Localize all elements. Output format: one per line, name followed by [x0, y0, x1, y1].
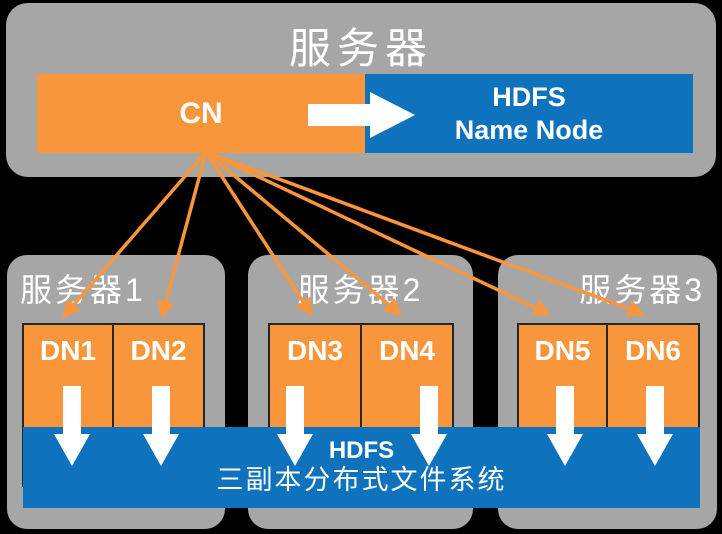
namenode-label-line2: Name Node — [454, 114, 604, 145]
hdfs-storage-subtitle: 三副本分布式文件系统 — [216, 465, 507, 495]
cn-node-box: CN — [37, 74, 365, 153]
server-master-title: 服务器 — [288, 25, 433, 72]
cn-node-label: CN — [179, 96, 223, 130]
hdfs-storage-title: HDFS — [328, 437, 395, 464]
server-2-title: 服务器2 — [297, 272, 424, 308]
hdfs-storage-band: HDFS 三副本分布式文件系统 — [23, 427, 700, 508]
server-3-title: 服务器3 — [579, 272, 705, 308]
namenode-box: HDFS Name Node — [365, 74, 693, 153]
server-1-title: 服务器1 — [20, 272, 146, 308]
namenode-label-line1: HDFS — [492, 81, 566, 112]
